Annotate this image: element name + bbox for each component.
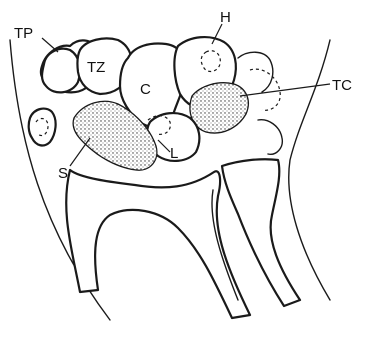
radius-bone [66,170,250,318]
radial-styloid-fragment [29,109,56,146]
label-c: C [140,81,151,98]
label-h: H [220,9,231,26]
label-l: L [170,145,178,162]
trapezium-bone [42,49,80,93]
leader-tc [240,84,330,96]
label-s: S [58,165,68,182]
ulnar-styloid [258,120,282,155]
label-tp: TP [14,25,33,42]
triquetrum-bone [190,83,248,133]
leader-tp [42,38,58,52]
leader-s [70,138,90,166]
forearm-outline-right [289,40,330,300]
label-tz: TZ [87,59,105,76]
label-tc: TC [332,77,352,94]
